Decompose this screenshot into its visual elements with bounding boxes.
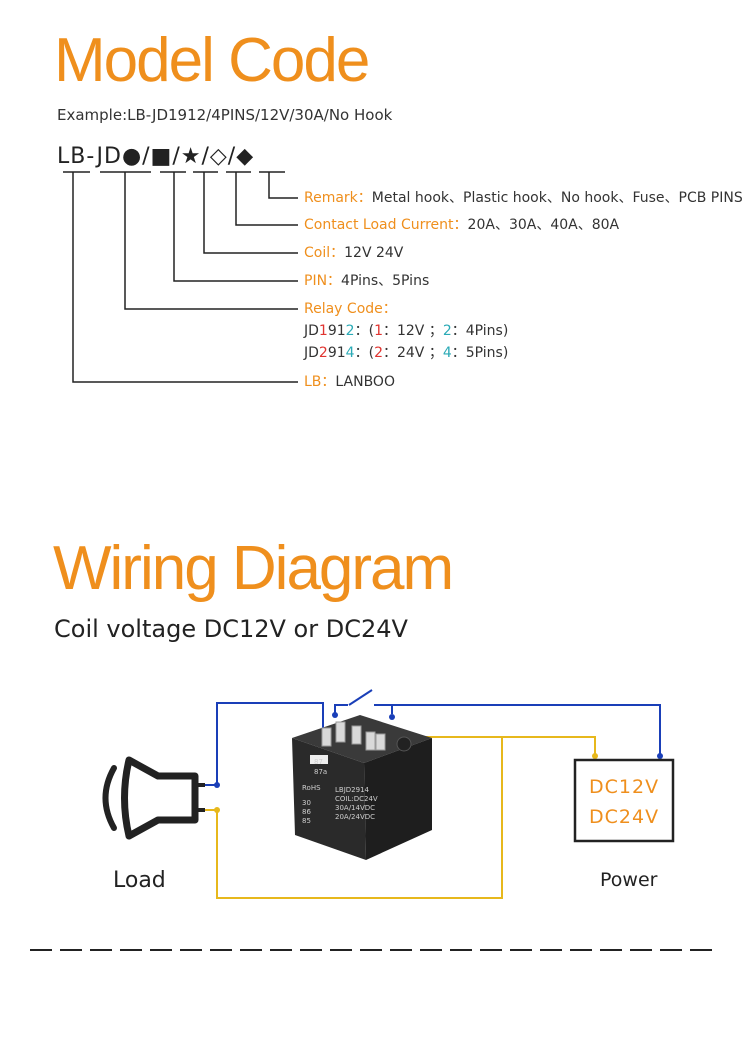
lb-value: LANBOO <box>335 374 395 390</box>
current-row: Contact Load Current：20A、30A、40A、80A <box>304 218 619 232</box>
relay-text-3: LBJD2914 <box>335 786 370 794</box>
load-label: Load <box>113 868 166 893</box>
jd1912-t2: ：4Pins) <box>451 323 509 339</box>
coil-row: Coil：12V 24V <box>304 246 403 260</box>
jd1912-t1: ：12V ； <box>382 323 443 339</box>
coil-value: 12V 24V <box>344 245 404 261</box>
voltage-dc24v: DC24V <box>589 806 660 828</box>
relay-code-label: Relay Code： <box>304 301 397 317</box>
relay-text-1: 87a <box>314 768 327 776</box>
relay-text-9: 85 <box>302 817 311 825</box>
relay-text-2: RoHS <box>302 784 321 792</box>
remark-label: Remark： <box>304 190 372 206</box>
jd1912-prefix: JD <box>304 323 319 339</box>
current-value: 20A、30A、40A、80A <box>467 217 620 233</box>
model-example: Example:LB-JD1912/4PINS/12V/30A/No Hook <box>57 106 393 124</box>
power-box <box>573 758 675 843</box>
remark-row: Remark：Metal hook、Plastic hook、No hook、F… <box>304 191 743 205</box>
jd1912-digit-1: 1 <box>318 323 328 339</box>
jd1912-sep: ：( <box>354 323 375 339</box>
jd1912-digit-2: 2 <box>345 323 355 339</box>
jd1912-mid: 91 <box>327 323 346 339</box>
lb-row: LB：LANBOO <box>304 375 395 389</box>
lb-label: LB： <box>304 374 336 390</box>
pin-label: PIN： <box>304 273 342 289</box>
relay-text-6: 20A/24VDC <box>335 813 375 821</box>
jd2914-sep: ：( <box>354 345 375 361</box>
jd2914-t1: ：24V ； <box>382 345 443 361</box>
relay-code-jd2914: JD2914：(2：24V ；4：5Pins) <box>304 346 508 360</box>
jd2914-t2: ：5Pins) <box>451 345 509 361</box>
pin-row: PIN：4Pins、5Pins <box>304 274 429 288</box>
dashed-divider <box>30 949 715 951</box>
model-code-leader-lines <box>63 171 298 383</box>
relay-image: 87 87a RoHS LBJD2914 COIL:DC24V 30A/14VD… <box>292 715 432 860</box>
relay-text-7: 30 <box>302 799 311 807</box>
relay-text-8: 86 <box>302 808 311 816</box>
switch-blade <box>348 689 373 706</box>
voltage-dc12v: DC12V <box>589 776 660 798</box>
power-label: Power <box>600 869 658 891</box>
jd2914-prefix: JD <box>304 345 319 361</box>
relay-text-4: COIL:DC24V <box>335 795 378 803</box>
relay-text-0: 87 <box>314 758 323 766</box>
model-code-title: Model Code <box>54 26 370 95</box>
jd2914-mid: 91 <box>327 345 346 361</box>
remark-value: Metal hook、Plastic hook、No hook、Fuse、PCB… <box>371 190 743 206</box>
relay-text-5: 30A/14VDC <box>335 804 375 812</box>
jd2914-n1: 2 <box>374 345 383 361</box>
jd2914-digit-2: 4 <box>345 345 355 361</box>
wiring-subtitle: Coil voltage DC12V or DC24V <box>54 615 408 643</box>
jd1912-n2: 2 <box>442 323 452 339</box>
lamp-icon <box>102 756 199 840</box>
jd1912-n1: 1 <box>374 323 383 339</box>
coil-label: Coil： <box>304 245 345 261</box>
jd2914-digit-1: 2 <box>318 345 328 361</box>
model-code-pattern: LB-JD●/■/★/◇/◆ <box>57 144 255 169</box>
relay-code-jd1912: JD1912：(1：12V ；2：4Pins) <box>304 324 508 338</box>
pin-value: 4Pins、5Pins <box>341 273 430 289</box>
blue-wires <box>202 689 661 786</box>
current-label: Contact Load Current： <box>304 217 468 233</box>
jd2914-n2: 4 <box>442 345 452 361</box>
wiring-diagram-title: Wiring Diagram <box>53 534 454 603</box>
wiring-diagram: 87 87a RoHS LBJD2914 COIL:DC24V 30A/14VD… <box>102 689 675 899</box>
